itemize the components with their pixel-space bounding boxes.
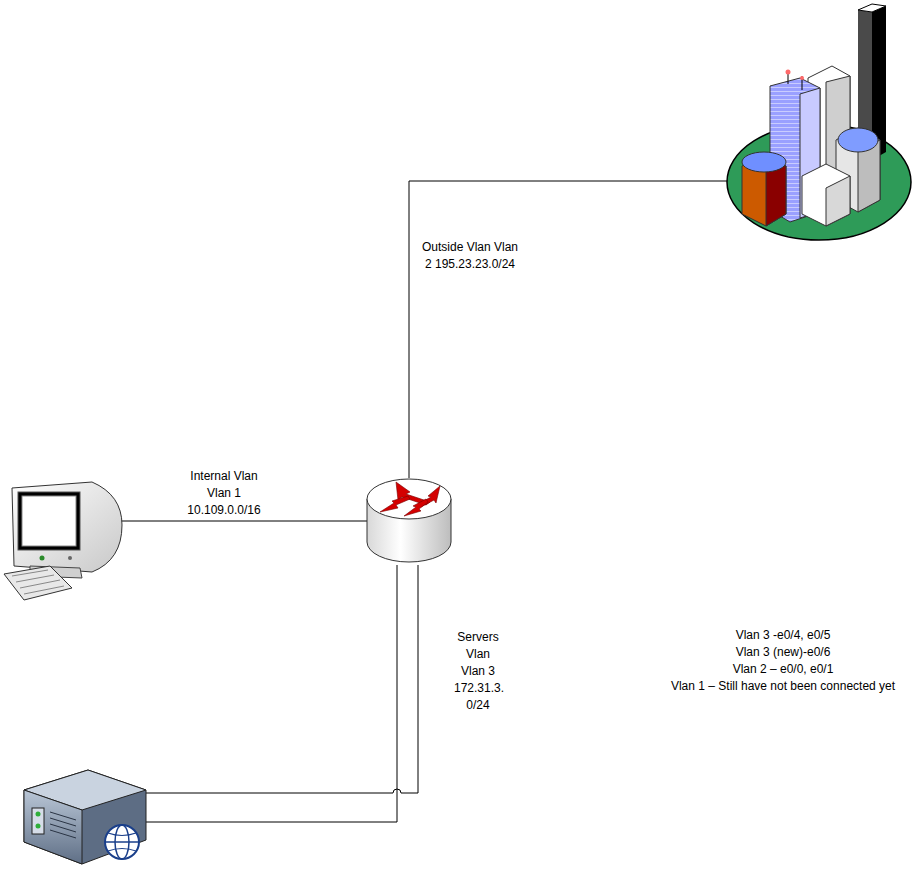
city-icon — [727, 4, 911, 240]
server-icon — [24, 770, 146, 864]
server-wire — [401, 565, 418, 793]
wire-label: Servers Vlan Vlan 3 172.31.3. 0/24 — [454, 629, 502, 714]
outside-wire — [409, 181, 728, 478]
internal-wire — [120, 521, 367, 522]
note-text: Vlan 1 – Still have not been connected y… — [652, 678, 914, 695]
router-icon — [367, 479, 451, 562]
note-text: Vlan 3 (new)-e0/6 — [652, 644, 914, 661]
note-text: Vlan 2 – e0/0, e0/1 — [652, 661, 914, 678]
network-wires — [120, 181, 728, 822]
note-text: Vlan 3 -e0/4, e0/5 — [652, 627, 914, 644]
computer-icon — [4, 482, 122, 600]
server-wire — [145, 565, 397, 822]
server-wire — [145, 793, 393, 794]
wire-label: Outside Vlan Vlan 2 195.23.23.0/24 — [420, 239, 520, 273]
wire-label: Internal Vlan Vlan 1 10.109.0.0/16 — [178, 468, 270, 519]
